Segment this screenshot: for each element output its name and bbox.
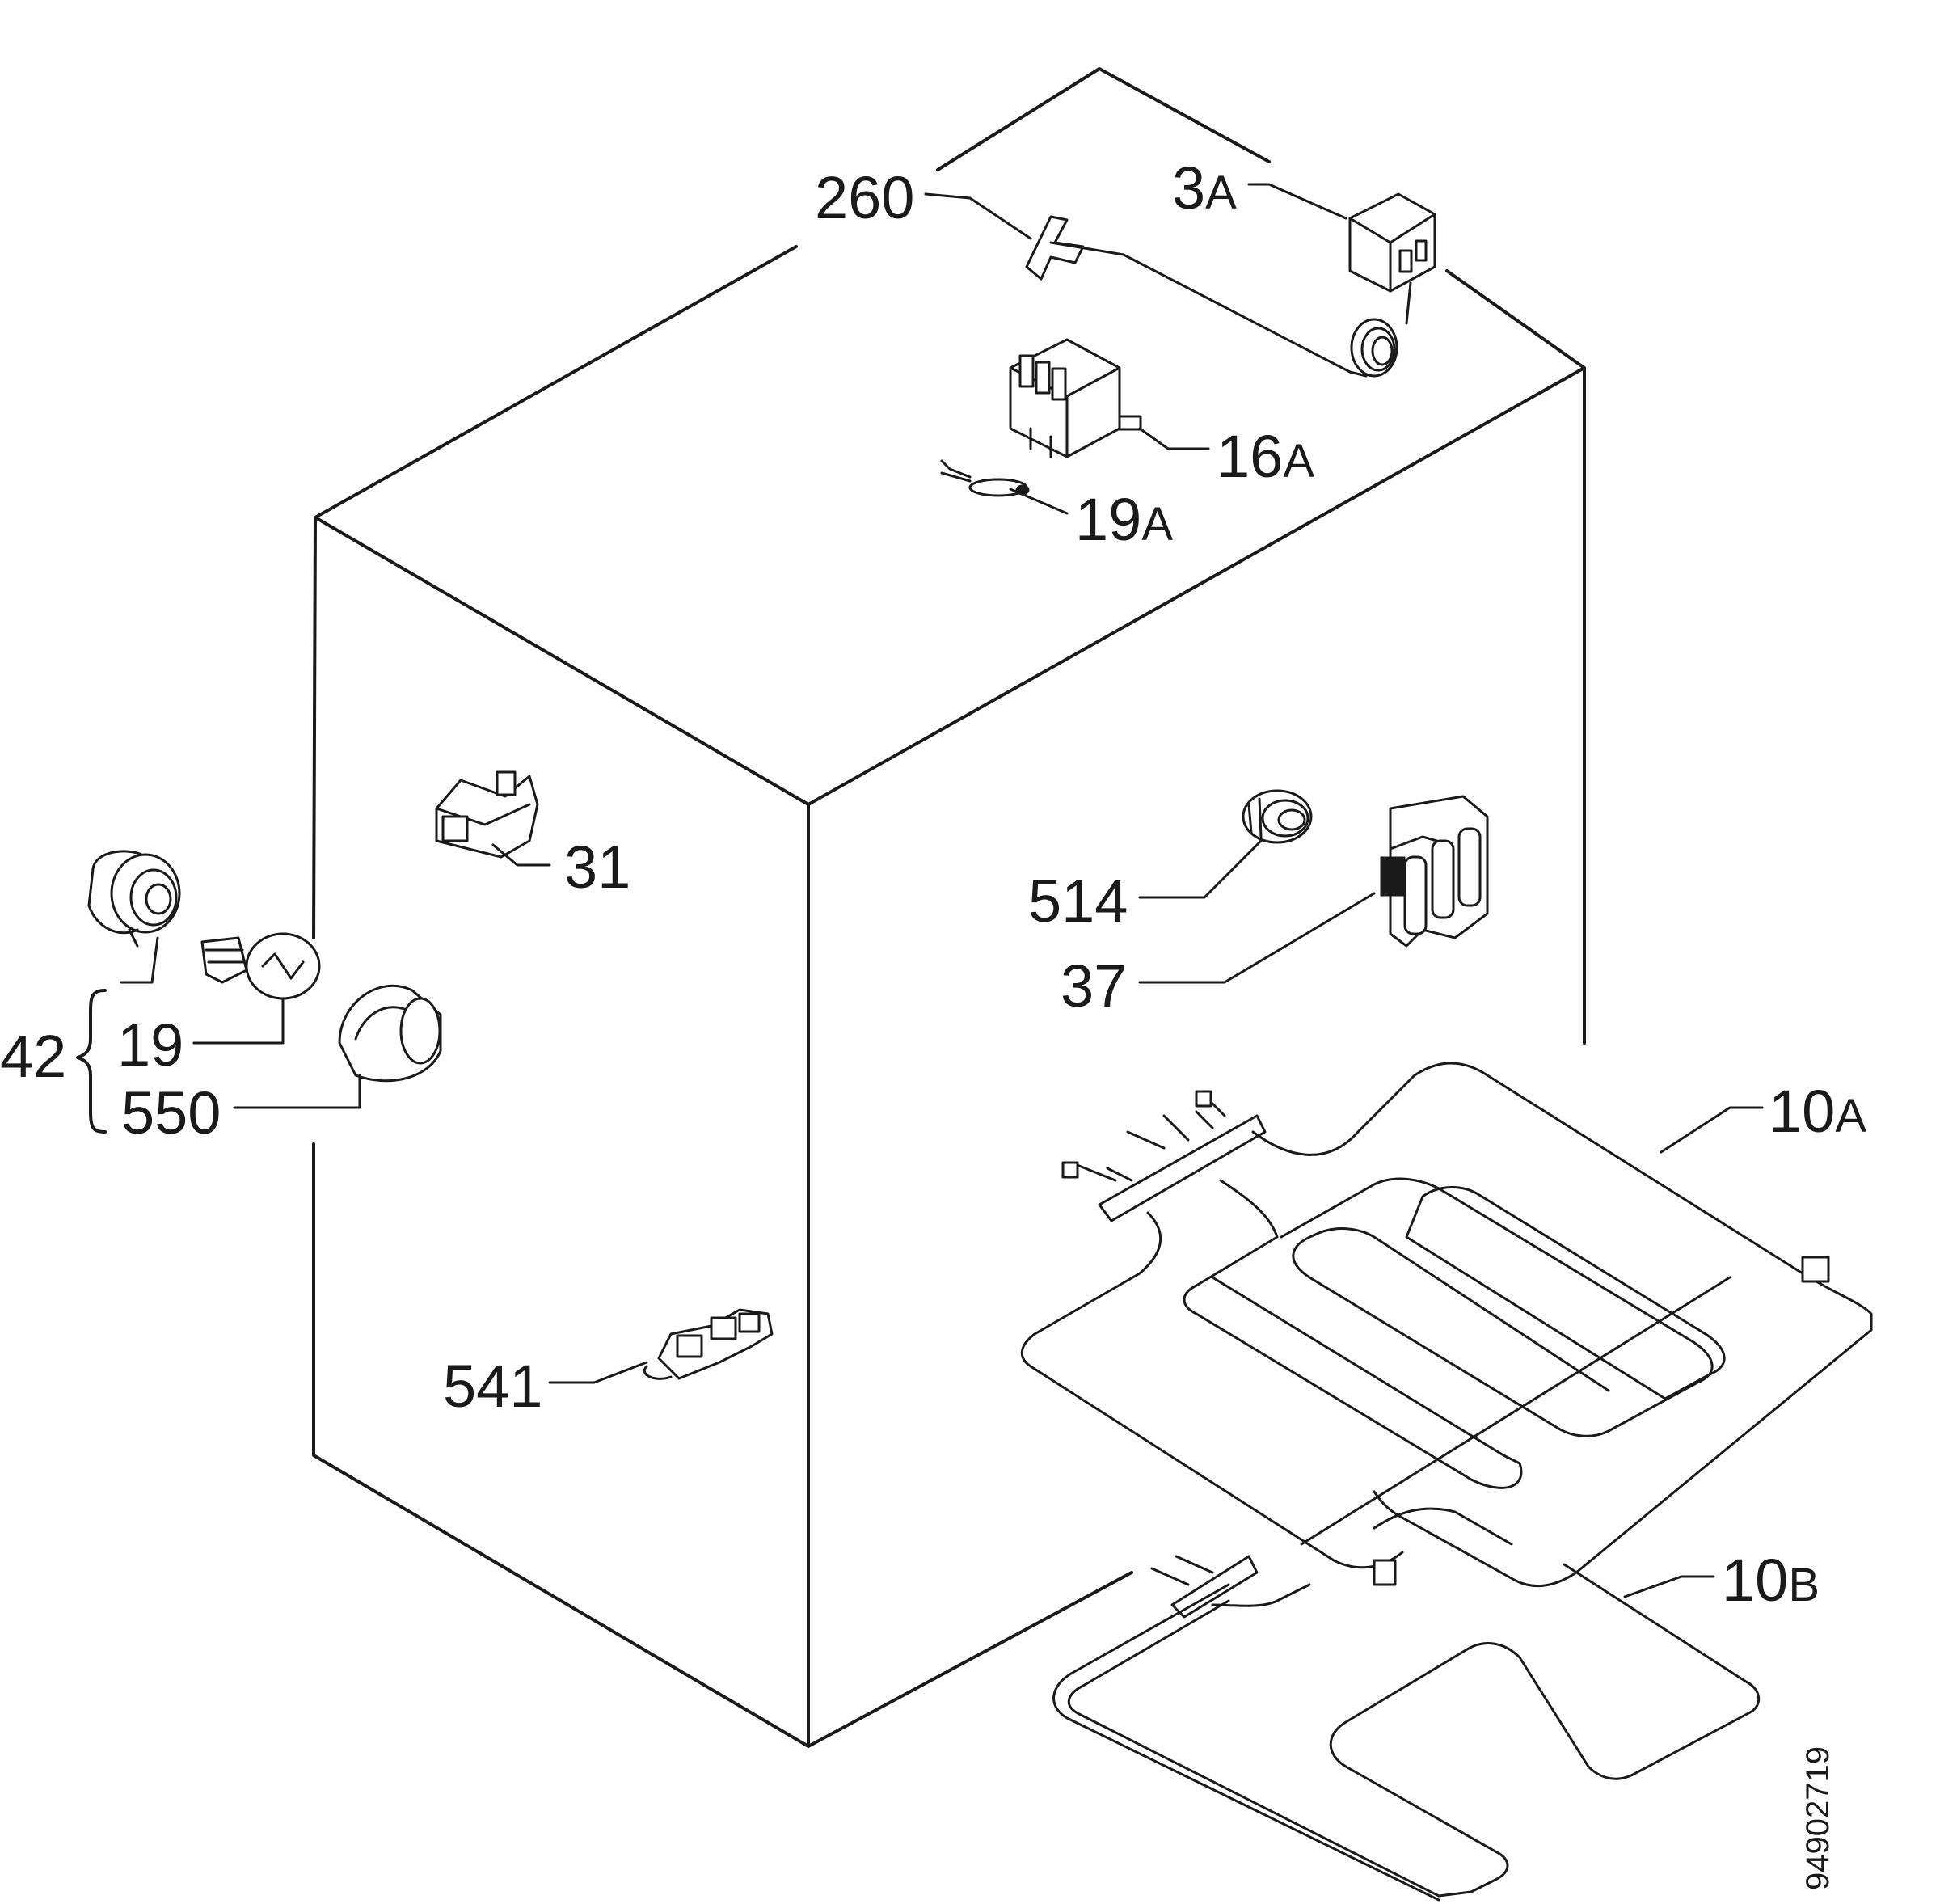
part-10b-bottom-element bbox=[1052, 1507, 1761, 1902]
label-31: 31 bbox=[564, 834, 630, 901]
part-19-lampholder bbox=[87, 850, 181, 984]
part-3a-thermostat bbox=[1348, 192, 1436, 378]
label-10a: 10A bbox=[1769, 1078, 1866, 1145]
part-31-switch bbox=[435, 770, 539, 859]
part-19a-lamp bbox=[940, 459, 1030, 497]
part-550-lampglass bbox=[233, 984, 442, 1109]
label-550: 550 bbox=[121, 1079, 221, 1146]
part-260-sensor bbox=[1025, 215, 1352, 374]
part-10a-grill-element bbox=[1020, 1062, 1873, 1588]
drawing-code: 94902719 bbox=[1800, 1746, 1836, 1890]
label-3a: 3A bbox=[1172, 154, 1237, 222]
part-514-grommet bbox=[1242, 789, 1313, 844]
part-19-bulb bbox=[192, 932, 321, 1045]
leader-lines bbox=[192, 183, 1764, 1598]
label-37: 37 bbox=[1061, 952, 1127, 1020]
part-541-connector bbox=[643, 1308, 774, 1380]
label-514: 514 bbox=[1028, 868, 1128, 935]
label-260: 260 bbox=[815, 164, 914, 231]
part-16a-switch bbox=[1009, 338, 1142, 458]
label-541: 541 bbox=[443, 1353, 542, 1420]
cabinet-box bbox=[312, 67, 1586, 1748]
label-10b: 10B bbox=[1722, 1547, 1820, 1614]
part-37-terminal bbox=[1380, 795, 1489, 948]
label-16a: 16A bbox=[1217, 423, 1314, 490]
label-42: 42 bbox=[0, 1023, 66, 1090]
label-19: 19 bbox=[117, 1011, 183, 1079]
group-brace-42 bbox=[76, 989, 107, 1134]
label-19a: 19A bbox=[1075, 486, 1173, 553]
